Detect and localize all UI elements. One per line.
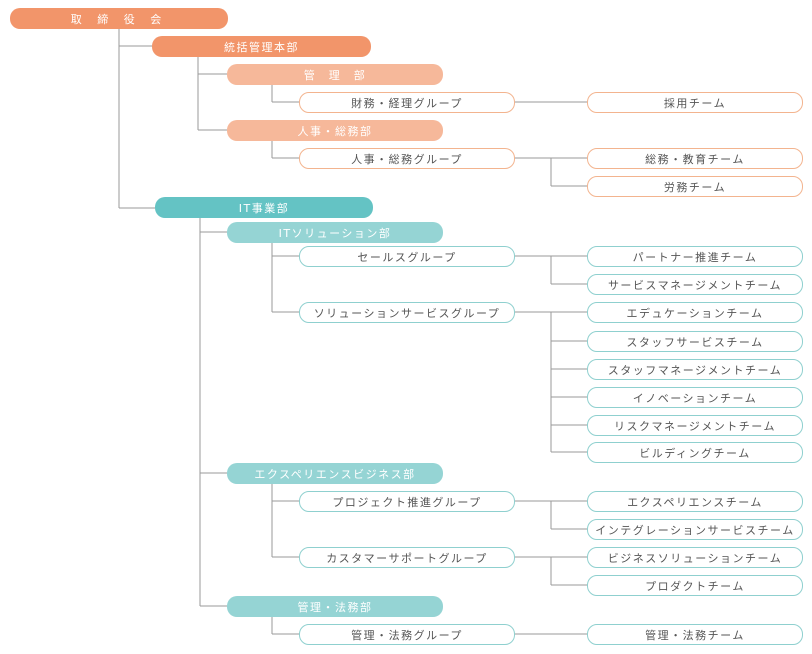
- node-label: 管 理 部: [303, 68, 367, 82]
- node-group-zaimu: 財務・経理グループ: [299, 92, 515, 113]
- node-team-legal: 管理・法務チーム: [587, 624, 803, 645]
- node-dept-kanri: 管 理 部: [227, 64, 443, 85]
- node-dept-exbiz: エクスペリエンスビジネス部: [227, 463, 443, 484]
- node-group-sales: セールスグループ: [299, 246, 515, 267]
- node-team-edu: エデュケーションチーム: [587, 302, 803, 323]
- node-dept-itsol: ITソリューション部: [227, 222, 443, 243]
- node-label: サービスマネージメントチーム: [607, 278, 783, 292]
- node-division-admin: 統括管理本部: [152, 36, 371, 57]
- node-group-proj: プロジェクト推進グループ: [299, 491, 515, 512]
- node-label: 統括管理本部: [224, 40, 299, 54]
- node-label: IT事業部: [238, 201, 290, 215]
- node-group-legal: 管理・法務グループ: [299, 624, 515, 645]
- node-label: 総務・教育チーム: [645, 152, 745, 166]
- node-team-romu: 労務チーム: [587, 176, 803, 197]
- node-team-integ: インテグレーションサービスチーム: [587, 519, 803, 540]
- node-label: リスクマネージメントチーム: [614, 419, 776, 433]
- node-team-somu: 総務・教育チーム: [587, 148, 803, 169]
- node-label: ソリューションサービスグループ: [313, 306, 501, 320]
- node-label: 採用チーム: [663, 96, 727, 110]
- node-team-build: ビルディングチーム: [587, 442, 803, 463]
- node-label: セールスグループ: [357, 250, 457, 264]
- node-label: 人事・総務グループ: [351, 152, 463, 166]
- node-team-exp: エクスペリエンスチーム: [587, 491, 803, 512]
- node-team-risk: リスクマネージメントチーム: [587, 415, 803, 436]
- node-team-svcmgmt: サービスマネージメントチーム: [587, 274, 803, 295]
- node-board: 取 締 役 会: [10, 8, 228, 29]
- node-label: 管理・法務チーム: [645, 628, 745, 642]
- node-label: スタッフサービスチーム: [626, 335, 764, 349]
- node-label: 人事・総務部: [297, 124, 373, 138]
- node-label: プロダクトチーム: [645, 579, 745, 593]
- node-label: ビルディングチーム: [639, 446, 751, 460]
- node-label: エデュケーションチーム: [626, 306, 764, 320]
- node-team-saiyo: 採用チーム: [587, 92, 803, 113]
- node-label: パートナー推進チーム: [632, 250, 758, 264]
- node-group-solsvc: ソリューションサービスグループ: [299, 302, 515, 323]
- node-team-innov: イノベーションチーム: [587, 387, 803, 408]
- node-team-staffsvc: スタッフサービスチーム: [587, 331, 803, 352]
- node-label: ITソリューション部: [278, 226, 392, 240]
- node-team-staffmgmt: スタッフマネージメントチーム: [587, 359, 803, 380]
- node-label: インテグレーションサービスチーム: [595, 523, 795, 537]
- node-dept-legal: 管理・法務部: [227, 596, 443, 617]
- node-label: エクスペリエンスビジネス部: [254, 467, 416, 481]
- node-dept-jinji: 人事・総務部: [227, 120, 443, 141]
- node-label: スタッフマネージメントチーム: [607, 363, 783, 377]
- node-team-bizsol: ビジネスソリューションチーム: [587, 547, 803, 568]
- node-label: カスタマーサポートグループ: [326, 551, 488, 565]
- node-label: プロジェクト推進グループ: [332, 495, 482, 509]
- node-team-product: プロダクトチーム: [587, 575, 803, 596]
- node-label: 取 締 役 会: [70, 12, 168, 26]
- node-label: イノベーションチーム: [632, 391, 758, 405]
- node-label: 財務・経理グループ: [351, 96, 463, 110]
- node-label: エクスペリエンスチーム: [627, 495, 763, 509]
- node-division-it: IT事業部: [155, 197, 373, 218]
- node-label: 管理・法務グループ: [351, 628, 463, 642]
- node-group-cs: カスタマーサポートグループ: [299, 547, 515, 568]
- node-label: ビジネスソリューションチーム: [607, 551, 783, 565]
- node-group-jinji: 人事・総務グループ: [299, 148, 515, 169]
- node-team-partner: パートナー推進チーム: [587, 246, 803, 267]
- node-label: 管理・法務部: [297, 600, 373, 614]
- node-label: 労務チーム: [663, 180, 727, 194]
